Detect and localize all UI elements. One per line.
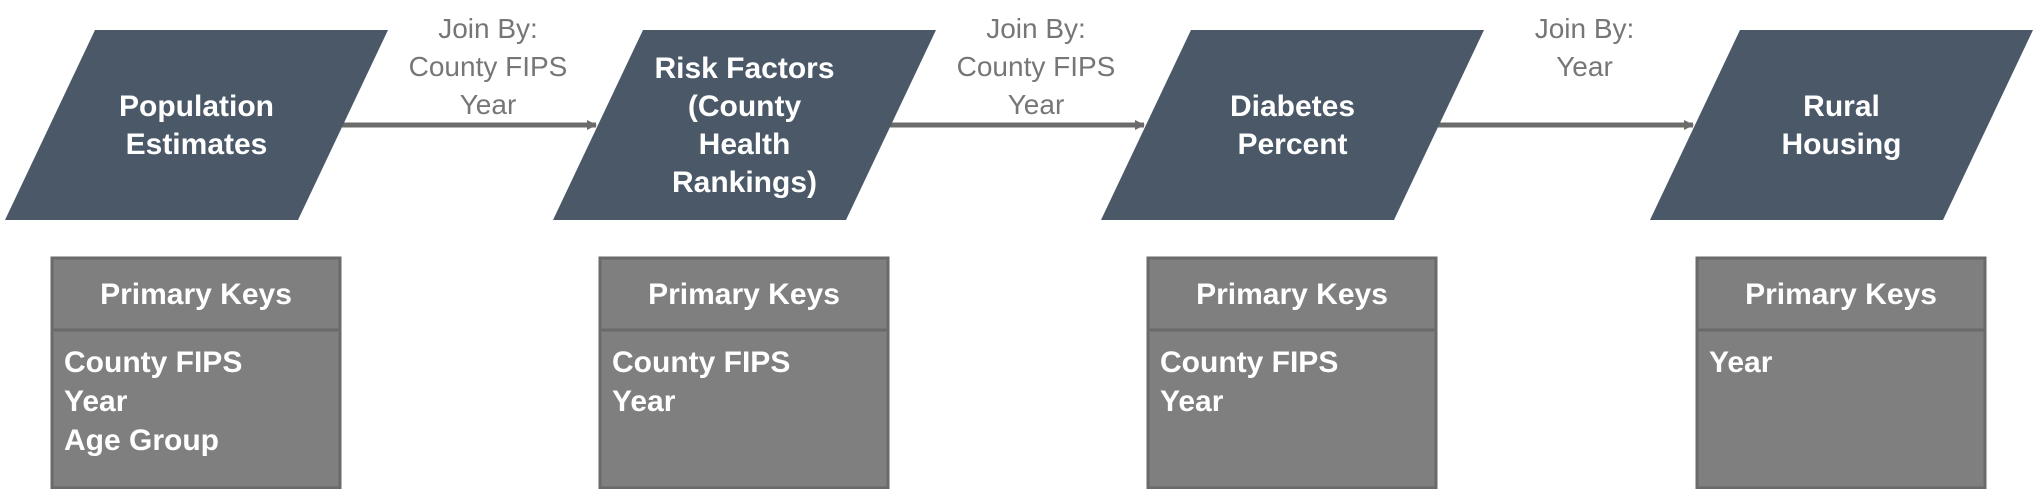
join-label-0: Join By: County FIPS Year [409, 13, 568, 120]
join-label-line: County FIPS [957, 51, 1116, 82]
primary-key-item: Year [64, 385, 128, 418]
primary-key-item: County FIPS [1160, 346, 1338, 379]
primary-keys-header: Primary Keys [100, 278, 292, 311]
join-label-line: Year [1556, 51, 1613, 82]
join-label-2: Join By: Year [1535, 13, 1635, 82]
entity-label-line: Risk Factors [654, 52, 834, 85]
entity-label-line: (County [688, 90, 802, 123]
entity-shape [1101, 30, 1484, 220]
entity-shape [553, 30, 936, 220]
entity-label-line: Health [699, 128, 791, 161]
join-label-line: Join By: [438, 13, 538, 44]
entity-label-line: Rural [1803, 90, 1880, 123]
entity-label-line: Population [119, 90, 274, 123]
join-label-line: Join By: [1535, 13, 1635, 44]
primary-key-item: County FIPS [612, 346, 790, 379]
primary-key-item: Year [1709, 346, 1773, 379]
primary-keys-box-bg [1146, 256, 1438, 489]
join-label-1: Join By: County FIPS Year [957, 13, 1116, 120]
primary-key-item: Age Group [64, 424, 219, 457]
primary-key-item: Year [612, 385, 676, 418]
primary-key-item: Year [1160, 385, 1224, 418]
join-label-line: Year [1008, 89, 1065, 120]
entity-label-line: Rankings) [672, 166, 817, 199]
primary-keys-box-bg [598, 256, 890, 489]
primary-keys-header: Primary Keys [648, 278, 840, 311]
entity-label-line: Housing [1782, 128, 1902, 161]
entity-shape [5, 30, 388, 220]
primary-key-item: County FIPS [64, 346, 242, 379]
primary-keys-header: Primary Keys [1196, 278, 1388, 311]
join-label-line: Join By: [986, 13, 1086, 44]
entity-label-line: Estimates [126, 128, 268, 161]
primary-keys-box-bg [50, 256, 342, 489]
join-label-line: County FIPS [409, 51, 568, 82]
entity-label-line: Percent [1237, 128, 1347, 161]
primary-keys-box-bg [1695, 256, 1987, 489]
entity-label-line: Diabetes [1230, 90, 1355, 123]
join-label-line: Year [460, 89, 517, 120]
primary-keys-header: Primary Keys [1745, 278, 1937, 311]
entity-shape [1650, 30, 2033, 220]
